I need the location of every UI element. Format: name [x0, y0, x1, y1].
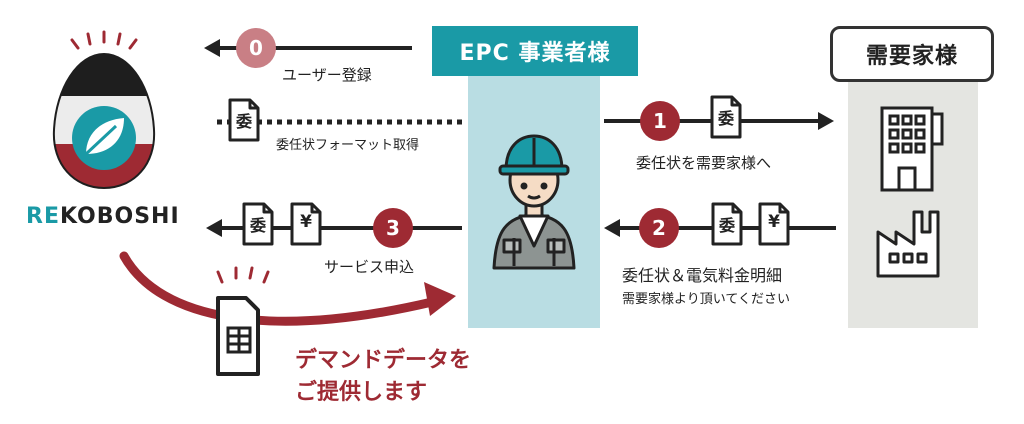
step2-badge: 2	[652, 216, 666, 240]
format-label: 委任状フォーマット取得	[276, 138, 420, 153]
step0-badge: 0	[249, 36, 263, 60]
step2-label: 委任状＆電気料金明細	[622, 266, 783, 285]
format-document-char: 委	[235, 112, 252, 131]
epc-worker-icon	[492, 134, 576, 270]
step1-label: 委任状を需要家様へ	[636, 154, 772, 172]
rekoboshi-logo-icon	[52, 30, 156, 190]
customer-title: 需要家様	[830, 26, 994, 82]
brand-rest: KOBOSHI	[59, 204, 180, 229]
step2-document-char: 委	[718, 216, 735, 235]
step2-sublabel: 需要家様より頂いてください	[622, 292, 790, 307]
step3-badge: 3	[386, 216, 400, 240]
office-building-icon	[880, 106, 944, 192]
step3-label: サービス申込	[324, 258, 415, 276]
step3-yen-char: ¥	[300, 212, 312, 232]
step2-yen-char: ¥	[768, 212, 780, 232]
demand-caption-line1: デマンドデータを	[295, 348, 472, 373]
step1-badge: 1	[653, 109, 667, 133]
demand-caption-line2: ご提供します	[295, 380, 428, 405]
step0-label: ユーザー登録	[282, 66, 372, 84]
brand-prefix: RE	[26, 204, 60, 229]
step3-document-char: 委	[249, 216, 266, 235]
step0-arrow	[204, 28, 412, 68]
brand-name: REKOBOSHI	[26, 204, 180, 229]
epc-title: EPC 事業者様	[432, 26, 638, 76]
step1-document-char: 委	[717, 109, 734, 128]
demand-caption: デマンドデータを ご提供します	[295, 345, 471, 409]
factory-icon	[876, 210, 940, 278]
spreadsheet-icon	[216, 296, 260, 376]
spreadsheet-rays	[216, 266, 270, 284]
